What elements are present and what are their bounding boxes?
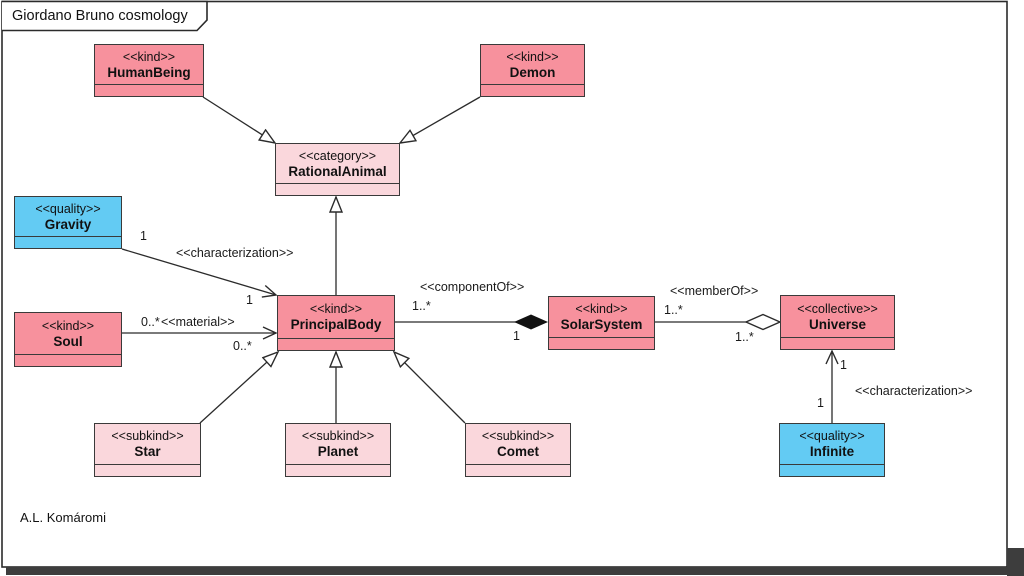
multiplicity-soul-end: 0..* — [141, 315, 160, 329]
attributes-compartment — [15, 237, 121, 248]
class-name: Universe — [808, 316, 867, 332]
class-universe[interactable]: <<collective>> Universe — [780, 295, 895, 350]
class-name: Infinite — [809, 444, 855, 459]
class-soul[interactable]: <<kind>> Soul — [14, 312, 122, 367]
generalization-demon-rationalanimal — [400, 96, 481, 143]
attributes-compartment — [276, 184, 399, 195]
bottom-right-shadow — [1007, 548, 1024, 576]
class-name: Planet — [317, 444, 359, 459]
multiplicity-principalbody-component-end: 1..* — [412, 299, 431, 313]
association-gravity-characterization — [121, 248, 278, 298]
author-label: A.L. Komáromi — [20, 510, 106, 525]
generalization-comet-principalbody — [394, 352, 466, 424]
multiplicity-infinite-end: 1 — [817, 396, 824, 410]
attributes-compartment — [549, 338, 654, 349]
class-infinite[interactable]: <<quality>> Infinite — [779, 423, 885, 477]
attributes-compartment — [15, 355, 121, 366]
attributes-compartment — [95, 85, 203, 96]
generalization-star-principalbody — [199, 352, 278, 424]
class-name: Soul — [53, 333, 83, 349]
multiplicity-universe-characterization-end: 1 — [840, 358, 847, 372]
class-rational-animal[interactable]: <<category>> RationalAnimal — [275, 143, 400, 196]
stereotype-label: <<category>> — [298, 148, 377, 163]
aggregation-diamond-icon — [744, 313, 782, 331]
stereotype-label: <<subkind>> — [301, 429, 375, 443]
stereotype-label: <<quality>> — [799, 429, 865, 443]
class-name: PrincipalBody — [290, 317, 382, 332]
class-name: Star — [134, 444, 161, 459]
multiplicity-solarsystem-member-end: 1..* — [664, 303, 683, 317]
multiplicity-principalbody-material-end: 0..* — [233, 339, 252, 353]
relation-label-memberof: <<memberOf>> — [670, 284, 759, 298]
class-name: HumanBeing — [107, 64, 191, 80]
generalization-humanbeing-rationalanimal — [202, 96, 275, 143]
multiplicity-gravity-end: 1 — [140, 229, 147, 243]
multiplicity-universe-end: 1..* — [735, 330, 754, 344]
attributes-compartment — [95, 465, 200, 476]
attributes-compartment — [781, 338, 894, 349]
class-gravity[interactable]: <<quality>> Gravity — [14, 196, 122, 249]
class-planet[interactable]: <<subkind>> Planet — [285, 423, 391, 477]
class-name: SolarSystem — [560, 317, 643, 332]
class-solar-system[interactable]: <<kind>> SolarSystem — [548, 296, 655, 350]
class-name: RationalAnimal — [288, 163, 387, 179]
relation-label-componentof: <<componentOf>> — [420, 280, 525, 294]
class-demon[interactable]: <<kind>> Demon — [480, 44, 585, 97]
stereotype-label: <<kind>> — [575, 302, 628, 316]
relation-label-characterization-gravity: <<characterization>> — [176, 246, 294, 260]
bottom-shadow-bar — [6, 567, 1024, 575]
attributes-compartment — [780, 465, 884, 476]
attributes-compartment — [466, 465, 570, 476]
stereotype-label: <<kind>> — [122, 49, 176, 64]
class-human-being[interactable]: <<kind>> HumanBeing — [94, 44, 204, 97]
class-name: Demon — [509, 64, 556, 80]
stereotype-label: <<subkind>> — [111, 429, 184, 443]
stereotype-label: <<subkind>> — [481, 429, 555, 443]
stereotype-label: <<kind>> — [506, 49, 559, 64]
stereotype-label: <<collective>> — [797, 301, 878, 316]
attributes-compartment — [278, 339, 394, 350]
diagram-title-tab — [2, 0, 208, 32]
class-principal-body[interactable]: <<kind>> PrincipalBody — [277, 295, 395, 351]
class-name: Gravity — [44, 216, 92, 232]
multiplicity-principalbody-end: 1 — [246, 293, 253, 307]
stereotype-label: <<kind>> — [41, 318, 95, 333]
class-star[interactable]: <<subkind>> Star — [94, 423, 201, 477]
composition-diamond-icon — [514, 314, 548, 330]
class-comet[interactable]: <<subkind>> Comet — [465, 423, 571, 477]
attributes-compartment — [286, 465, 390, 476]
stereotype-label: <<quality>> — [35, 201, 101, 216]
multiplicity-solarsystem-end: 1 — [513, 329, 520, 343]
diagram-title: Giordano Bruno cosmology — [12, 8, 188, 24]
relation-label-material: <<material>> — [161, 315, 235, 329]
attributes-compartment — [481, 85, 584, 96]
class-name: Comet — [496, 444, 539, 459]
relation-label-characterization-infinite: <<characterization>> — [855, 384, 973, 398]
stereotype-label: <<kind>> — [309, 302, 363, 316]
